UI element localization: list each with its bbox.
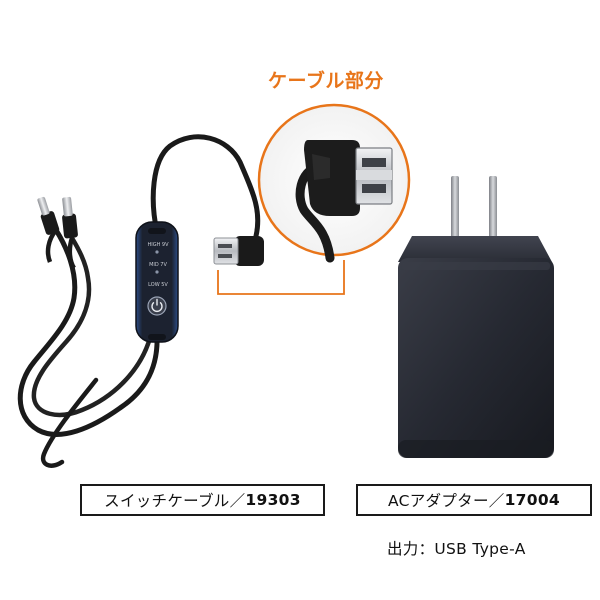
adapter-body <box>398 258 554 458</box>
callout-title-text: ケーブル部分 <box>268 70 384 92</box>
cable-lower-loop-second <box>40 377 99 468</box>
dc-lead-1 <box>45 228 58 263</box>
callout-leader-line <box>217 260 345 295</box>
ac-adapter-code: 17004 <box>504 491 560 509</box>
power-icon <box>151 302 163 312</box>
cable-upper-loop <box>150 134 261 239</box>
control-low-label: LOW 5V <box>148 282 168 288</box>
dc-plug-2 <box>62 196 78 239</box>
right-angle-usb-plug <box>213 236 264 266</box>
control-box: HIGH 9V MID 7V LOW 5V <box>135 221 179 343</box>
switch-cable-label: スイッチケーブル／19303 <box>80 484 325 516</box>
adapter-prong-right <box>489 176 497 238</box>
dc-lead-2 <box>67 237 76 270</box>
switch-cable-code: 19303 <box>245 491 301 509</box>
output-spec: 出力：USB Type-A <box>387 540 526 558</box>
callout-zoom <box>217 103 411 295</box>
switch-cable-image: HIGH 9V MID 7V LOW 5V <box>17 134 264 468</box>
mid-indicator-icon <box>155 270 159 274</box>
ac-adapter-name: ACアダプター／ <box>388 492 505 510</box>
power-button[interactable] <box>147 296 167 316</box>
switch-cable-name: スイッチケーブル／ <box>104 492 246 510</box>
cable-lower-loop <box>17 227 160 437</box>
high-indicator-icon <box>155 250 159 254</box>
zoomed-usb-plug <box>304 140 393 216</box>
control-high-label: HIGH 9V <box>147 242 169 248</box>
control-mid-label: MID 7V <box>149 262 167 268</box>
cable-lower-loop-inner <box>31 235 153 418</box>
adapter-prong-left <box>451 176 459 238</box>
ac-adapter-label: ACアダプター／17004 <box>356 484 592 516</box>
dc-plug-1 <box>37 196 60 235</box>
ac-adapter-image <box>398 176 554 458</box>
